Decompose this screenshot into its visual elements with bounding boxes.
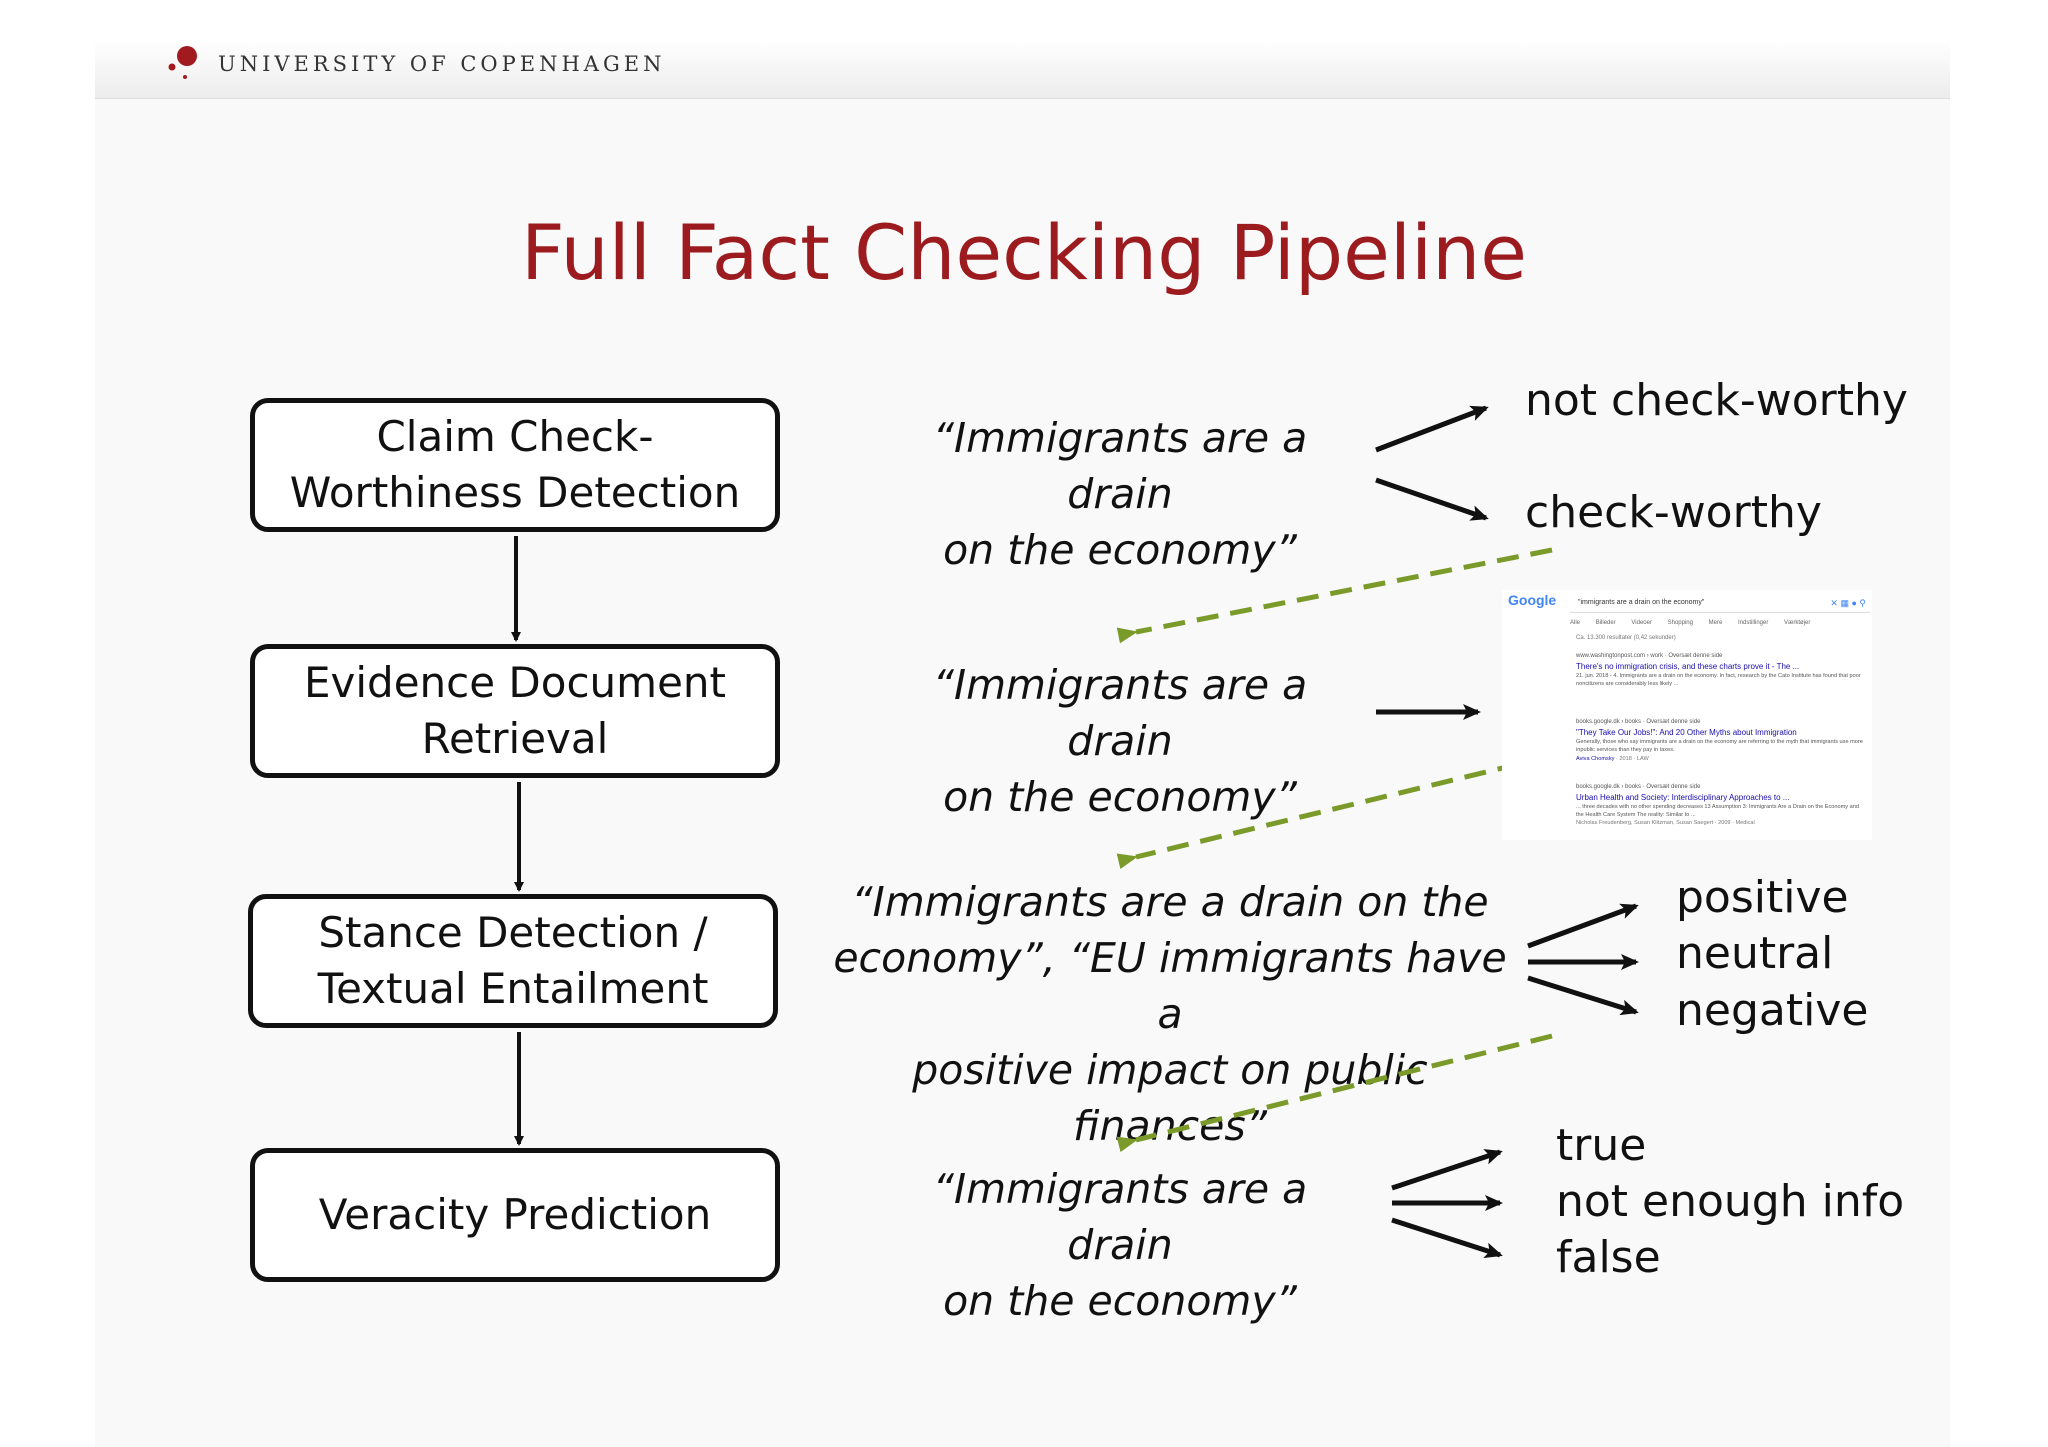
output-arrow: [1391, 1217, 1503, 1258]
box-line: Claim Check-: [376, 412, 654, 461]
quote-line: on the economy”: [943, 1277, 1297, 1325]
search-query: "immigrants are a drain on the economy": [1570, 593, 1870, 613]
label-check-worthy: check-worthy: [1525, 487, 1822, 538]
example-claim-1: “Immigrants are a drain on the economy”: [880, 410, 1360, 578]
box-line: Stance Detection /: [318, 908, 708, 957]
quote-line: economy”, “EU immigrants have a: [833, 934, 1507, 1038]
tab-shopping: Shopping: [1667, 620, 1693, 626]
quote-line: “Immigrants are a drain: [932, 1165, 1308, 1269]
result-title: Urban Health and Society: Interdisciplin…: [1576, 793, 1790, 802]
result-stats: Ca. 13.300 resultater (0,42 sekunder): [1576, 635, 1676, 641]
dashed-arrow: [1116, 753, 1553, 870]
quote-line: “Immigrants are a drain on the: [851, 878, 1489, 926]
result-meta: · 2018 · LAW: [1614, 756, 1649, 762]
search-result: www.washingtonpost.com › work · Oversæt …: [1576, 652, 1866, 688]
example-claim-4: “Immigrants are a drain on the economy”: [880, 1161, 1360, 1329]
search-result: books.google.dk › books · Oversæt denne …: [1576, 783, 1866, 828]
tab-images: Billeder: [1595, 620, 1616, 626]
slide-title: Full Fact Checking Pipeline: [520, 208, 1528, 297]
box-line: Worthiness Detection: [289, 468, 741, 517]
dashed-arrow: [1116, 1033, 1553, 1153]
label-negative: negative: [1676, 985, 1869, 1036]
tab-more: Mere: [1708, 620, 1723, 626]
pipeline-box-veracity: Veracity Prediction: [250, 1148, 780, 1282]
search-results-screenshot: Google "immigrants are a drain on the ec…: [1502, 590, 1872, 840]
university-name: UNIVERSITY OF COPENHAGEN: [218, 52, 666, 76]
tab-tools: Værktøjer: [1784, 620, 1811, 626]
label-neutral: neutral: [1676, 928, 1834, 979]
label-not-enough-info: not enough info: [1556, 1176, 1905, 1227]
example-claim-2: “Immigrants are a drain on the economy”: [880, 657, 1360, 825]
quote-line: on the economy”: [943, 773, 1297, 821]
tab-settings: Indstillinger: [1738, 620, 1769, 626]
box-line: Evidence Document: [303, 658, 727, 707]
result-url: books.google.dk › books · Oversæt denne …: [1576, 719, 1701, 725]
output-arrow: [1527, 903, 1639, 949]
label-positive: positive: [1676, 872, 1849, 923]
label-not-check-worthy: not check-worthy: [1525, 375, 1908, 426]
output-arrow: [1375, 477, 1489, 521]
tab-all: Alle: [1570, 620, 1581, 626]
quote-line: “Immigrants are a drain: [932, 414, 1308, 518]
result-url: www.washingtonpost.com › work · Oversæt …: [1576, 653, 1723, 659]
pipeline-box-stance: Stance Detection / Textual Entailment: [248, 894, 778, 1028]
university-logo: [168, 46, 197, 79]
output-arrow: [1527, 975, 1639, 1016]
box-line: Veracity Prediction: [318, 1190, 712, 1239]
quote-line: “Immigrants are a drain: [932, 661, 1308, 765]
label-true: true: [1556, 1120, 1647, 1171]
output-arrow: [1375, 405, 1489, 453]
result-author: Aviva Chomsky: [1576, 756, 1615, 762]
label-false: false: [1556, 1232, 1661, 1283]
result-snippet: 21. jun. 2018 - 4. Immigrants are a drai…: [1576, 673, 1861, 687]
search-tabs: Alle Billeder Videoer Shopping Mere Inds…: [1570, 618, 1870, 628]
quote-line: on the economy”: [943, 526, 1297, 574]
result-url: books.google.dk › books · Oversæt denne …: [1576, 784, 1701, 790]
quote-line: positive impact on public finances”: [912, 1046, 1428, 1150]
result-title: There's no immigration crisis, and these…: [1576, 662, 1800, 671]
output-arrow: [1391, 1149, 1503, 1191]
google-logo: Google: [1508, 592, 1557, 608]
box-line: Textual Entailment: [317, 964, 709, 1013]
pipeline-box-checkworthiness: Claim Check- Worthiness Detection: [250, 398, 780, 532]
result-meta: Nicholas Freudenberg, Susan Klitzman, Su…: [1576, 820, 1755, 826]
result-snippet: ... three decades with no other spending…: [1576, 804, 1859, 818]
tab-videos: Videoer: [1631, 620, 1652, 626]
result-snippet: Generally, those who say immigrants are …: [1576, 739, 1863, 753]
dashed-arrow: [1116, 547, 1553, 644]
search-icons: ✕ ▦ ● ⚲: [1830, 598, 1866, 608]
box-line: Retrieval: [421, 714, 609, 763]
header-bar: [95, 40, 1950, 99]
example-claim-3: “Immigrants are a drain on the economy”,…: [830, 874, 1510, 1154]
search-result: books.google.dk › books · Oversæt denne …: [1576, 718, 1866, 764]
result-title: "They Take Our Jobs!": And 20 Other Myth…: [1576, 728, 1797, 737]
